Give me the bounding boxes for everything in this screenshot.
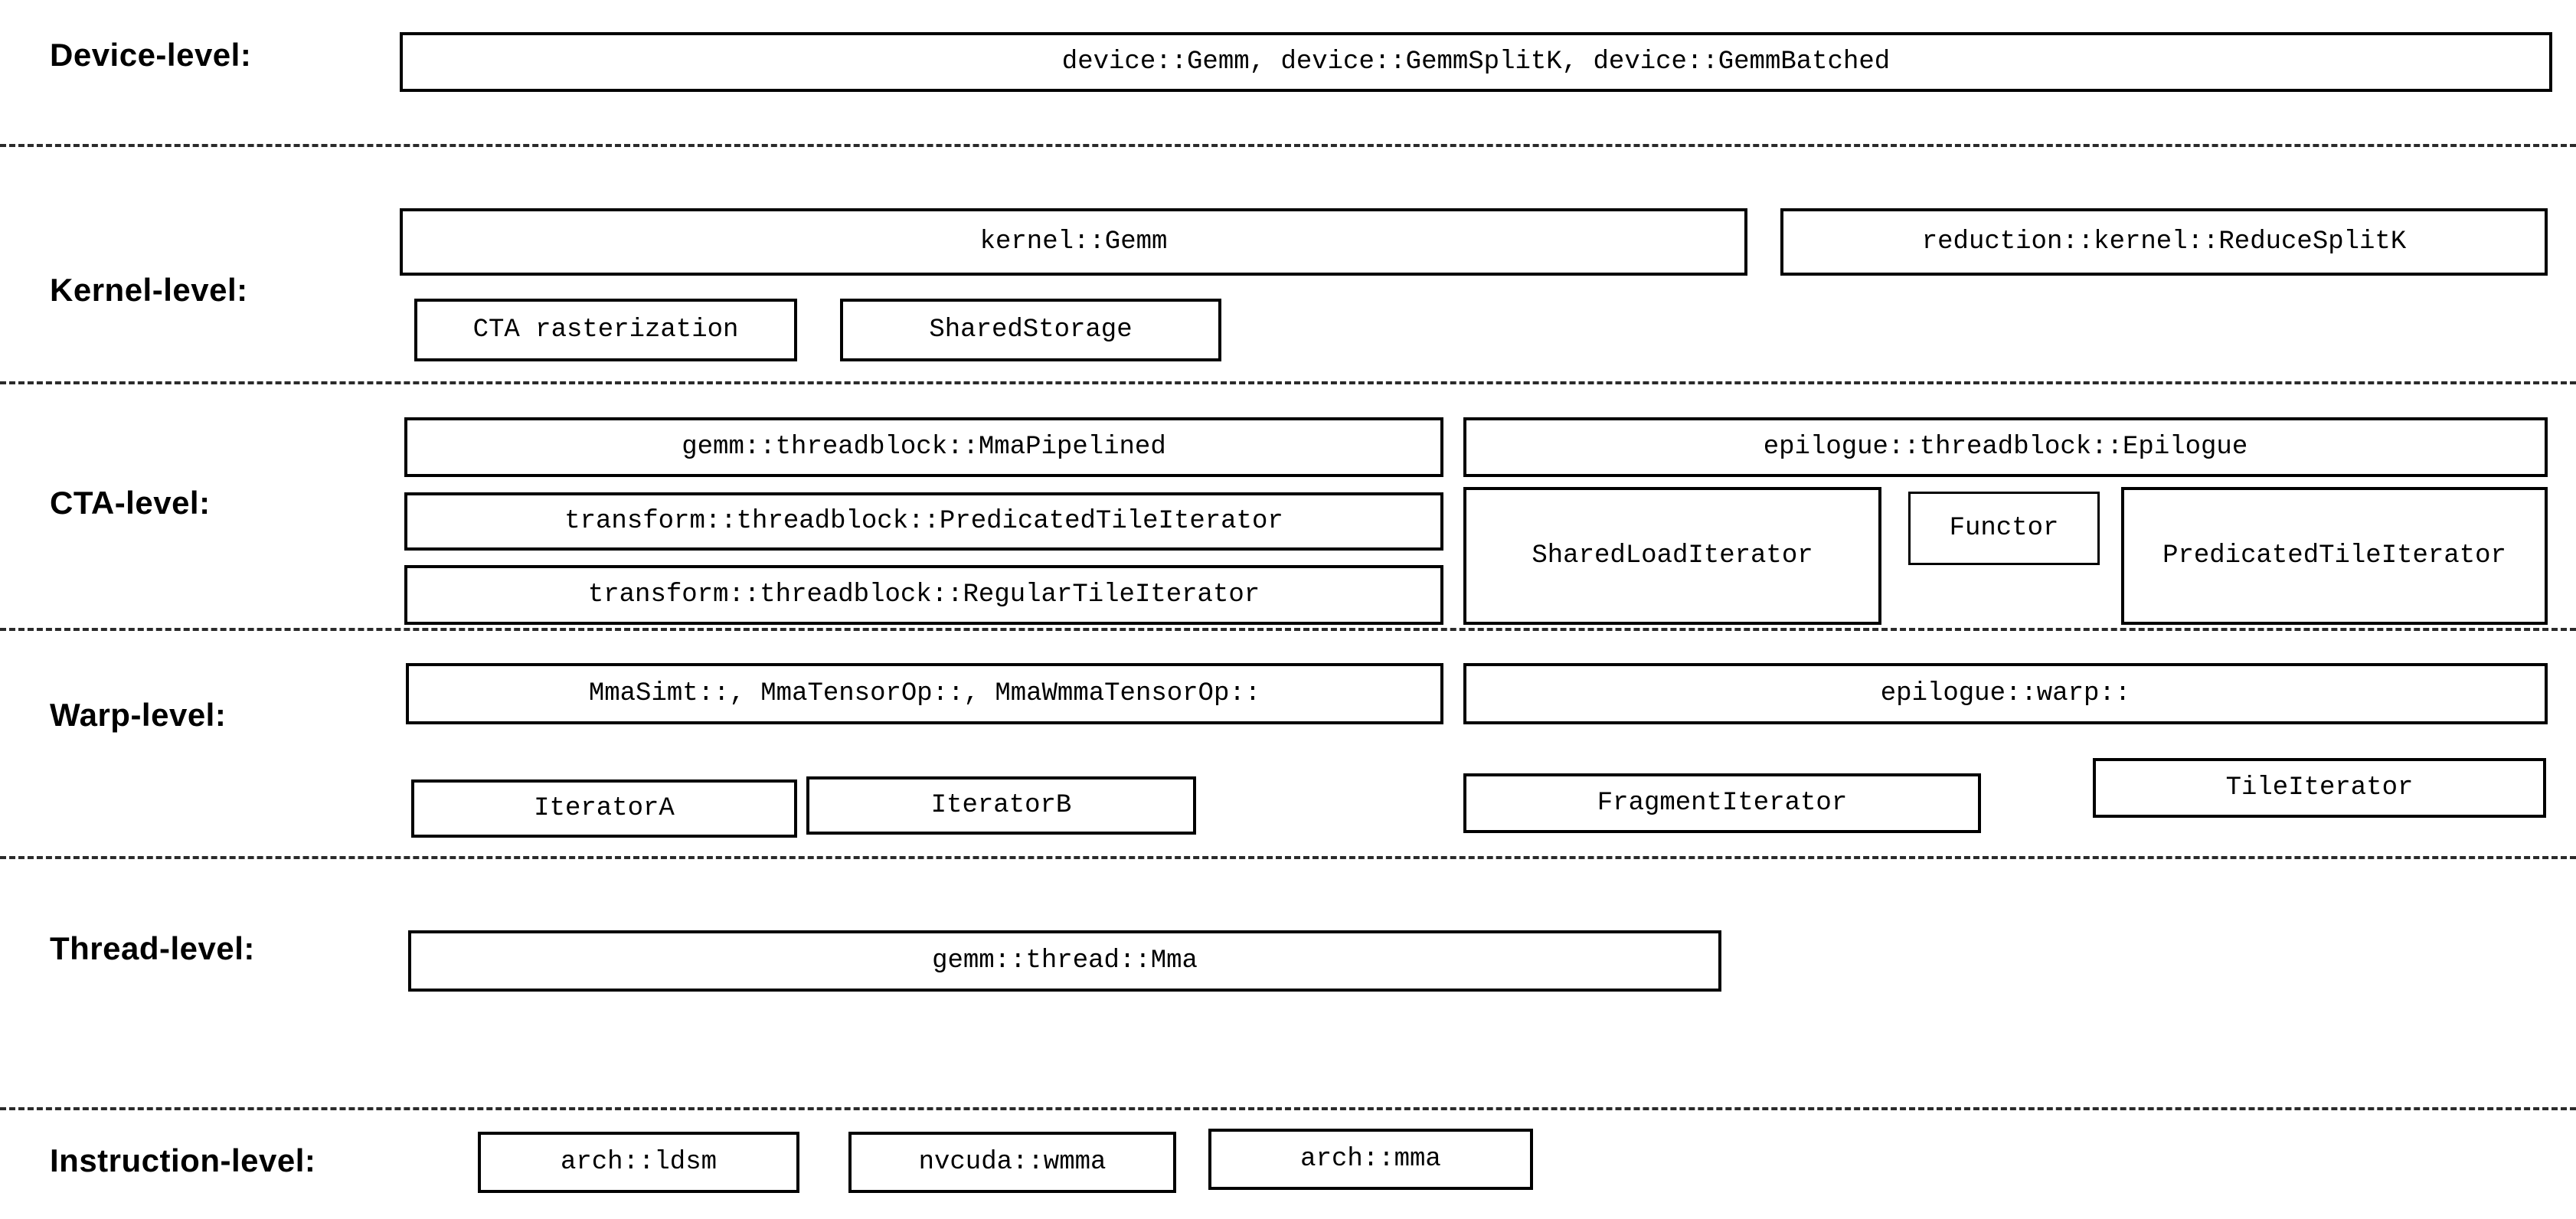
box-transform-threadblock-regulartileiterator[interactable]: transform::threadblock::RegularTileItera… (404, 565, 1443, 625)
box-transform-threadblock-predicatedtileiterator[interactable]: transform::threadblock::PredicatedTileIt… (404, 492, 1443, 551)
box-gemm-threadblock-mmapipelined[interactable]: gemm::threadblock::MmaPipelined (404, 417, 1443, 477)
box-tileiterator[interactable]: TileIterator (2093, 758, 2546, 818)
level-label-thread: Thread-level: (50, 930, 255, 966)
separator-kernel-cta (0, 381, 2576, 384)
box-functor[interactable]: Functor (1908, 492, 2100, 565)
box-gemm-thread-mma[interactable]: gemm::thread::Mma (408, 930, 1721, 992)
separator-thread-instruction (0, 1107, 2576, 1110)
box-reduction-kernel-reducesplitk[interactable]: reduction::kernel::ReduceSplitK (1780, 208, 2548, 276)
box-warp-mma-ops[interactable]: MmaSimt::, MmaTensorOp::, MmaWmmaTensorO… (406, 663, 1443, 724)
box-epilogue-threadblock-epilogue[interactable]: epilogue::threadblock::Epilogue (1463, 417, 2548, 477)
level-label-warp: Warp-level: (50, 697, 227, 733)
level-label-device: Device-level: (50, 37, 252, 73)
box-device-gemm[interactable]: device::Gemm, device::GemmSplitK, device… (400, 32, 2552, 92)
box-shared-storage[interactable]: SharedStorage (840, 299, 1221, 361)
box-predicatedtileiterator[interactable]: PredicatedTileIterator (2121, 487, 2548, 625)
separator-cta-warp (0, 628, 2576, 631)
box-sharedloaditerator[interactable]: SharedLoadIterator (1463, 487, 1881, 625)
box-iterator-a[interactable]: IteratorA (411, 779, 797, 838)
level-label-kernel: Kernel-level: (50, 272, 248, 308)
level-label-cta: CTA-level: (50, 485, 211, 521)
box-epilogue-warp[interactable]: epilogue::warp:: (1463, 663, 2548, 724)
box-kernel-gemm[interactable]: kernel::Gemm (400, 208, 1747, 276)
box-fragmentiterator[interactable]: FragmentIterator (1463, 773, 1981, 833)
box-nvcuda-wmma[interactable]: nvcuda::wmma (848, 1132, 1176, 1193)
box-cta-rasterization[interactable]: CTA rasterization (414, 299, 797, 361)
box-arch-ldsm[interactable]: arch::ldsm (478, 1132, 799, 1193)
level-label-instruction: Instruction-level: (50, 1142, 316, 1178)
box-iterator-b[interactable]: IteratorB (806, 776, 1196, 835)
separator-device-kernel (0, 144, 2576, 147)
separator-warp-thread (0, 856, 2576, 859)
box-arch-mma[interactable]: arch::mma (1208, 1129, 1533, 1190)
